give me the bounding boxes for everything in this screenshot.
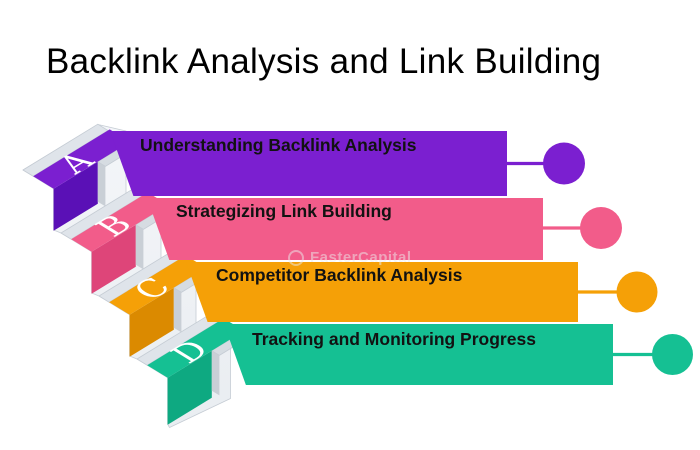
connector-dot-1 [543, 142, 585, 185]
step-bars [110, 131, 613, 385]
connector-dot-2 [580, 207, 622, 249]
connectors [506, 142, 693, 375]
bar-3 [186, 262, 578, 322]
watermark: FasterCapital [288, 249, 412, 266]
connector-dot-4 [652, 334, 693, 375]
step-riser-3 [129, 287, 174, 357]
tread-band-1 [33, 129, 131, 189]
watermark-ring-logo-icon [288, 249, 304, 266]
bar-label-1: Understanding Backlink Analysis [140, 135, 417, 155]
step-riser-4 [167, 350, 212, 425]
watermark-text: FasterCapital [310, 249, 412, 266]
tread-band-3 [109, 255, 207, 315]
step-side-strip-3 [173, 287, 182, 333]
page-title: Backlink Analysis and Link Building [46, 42, 602, 81]
bar-2 [147, 198, 543, 260]
bar-label-3: Competitor Backlink Analysis [216, 265, 463, 285]
bar-label-2: Strategizing Link Building [176, 201, 392, 221]
step-riser-1 [53, 161, 98, 231]
step-side-strip-2 [135, 224, 144, 270]
step-side-strip-4 [211, 350, 220, 396]
connector-dot-3 [616, 271, 658, 313]
tread-band-4 [147, 318, 245, 378]
bar-label-4: Tracking and Monitoring Progress [252, 329, 536, 349]
step-riser-2 [91, 224, 136, 294]
step-side-strip-1 [97, 161, 106, 207]
tread-band-2 [71, 192, 169, 252]
bar-4 [224, 324, 613, 385]
bar-1 [110, 131, 507, 196]
